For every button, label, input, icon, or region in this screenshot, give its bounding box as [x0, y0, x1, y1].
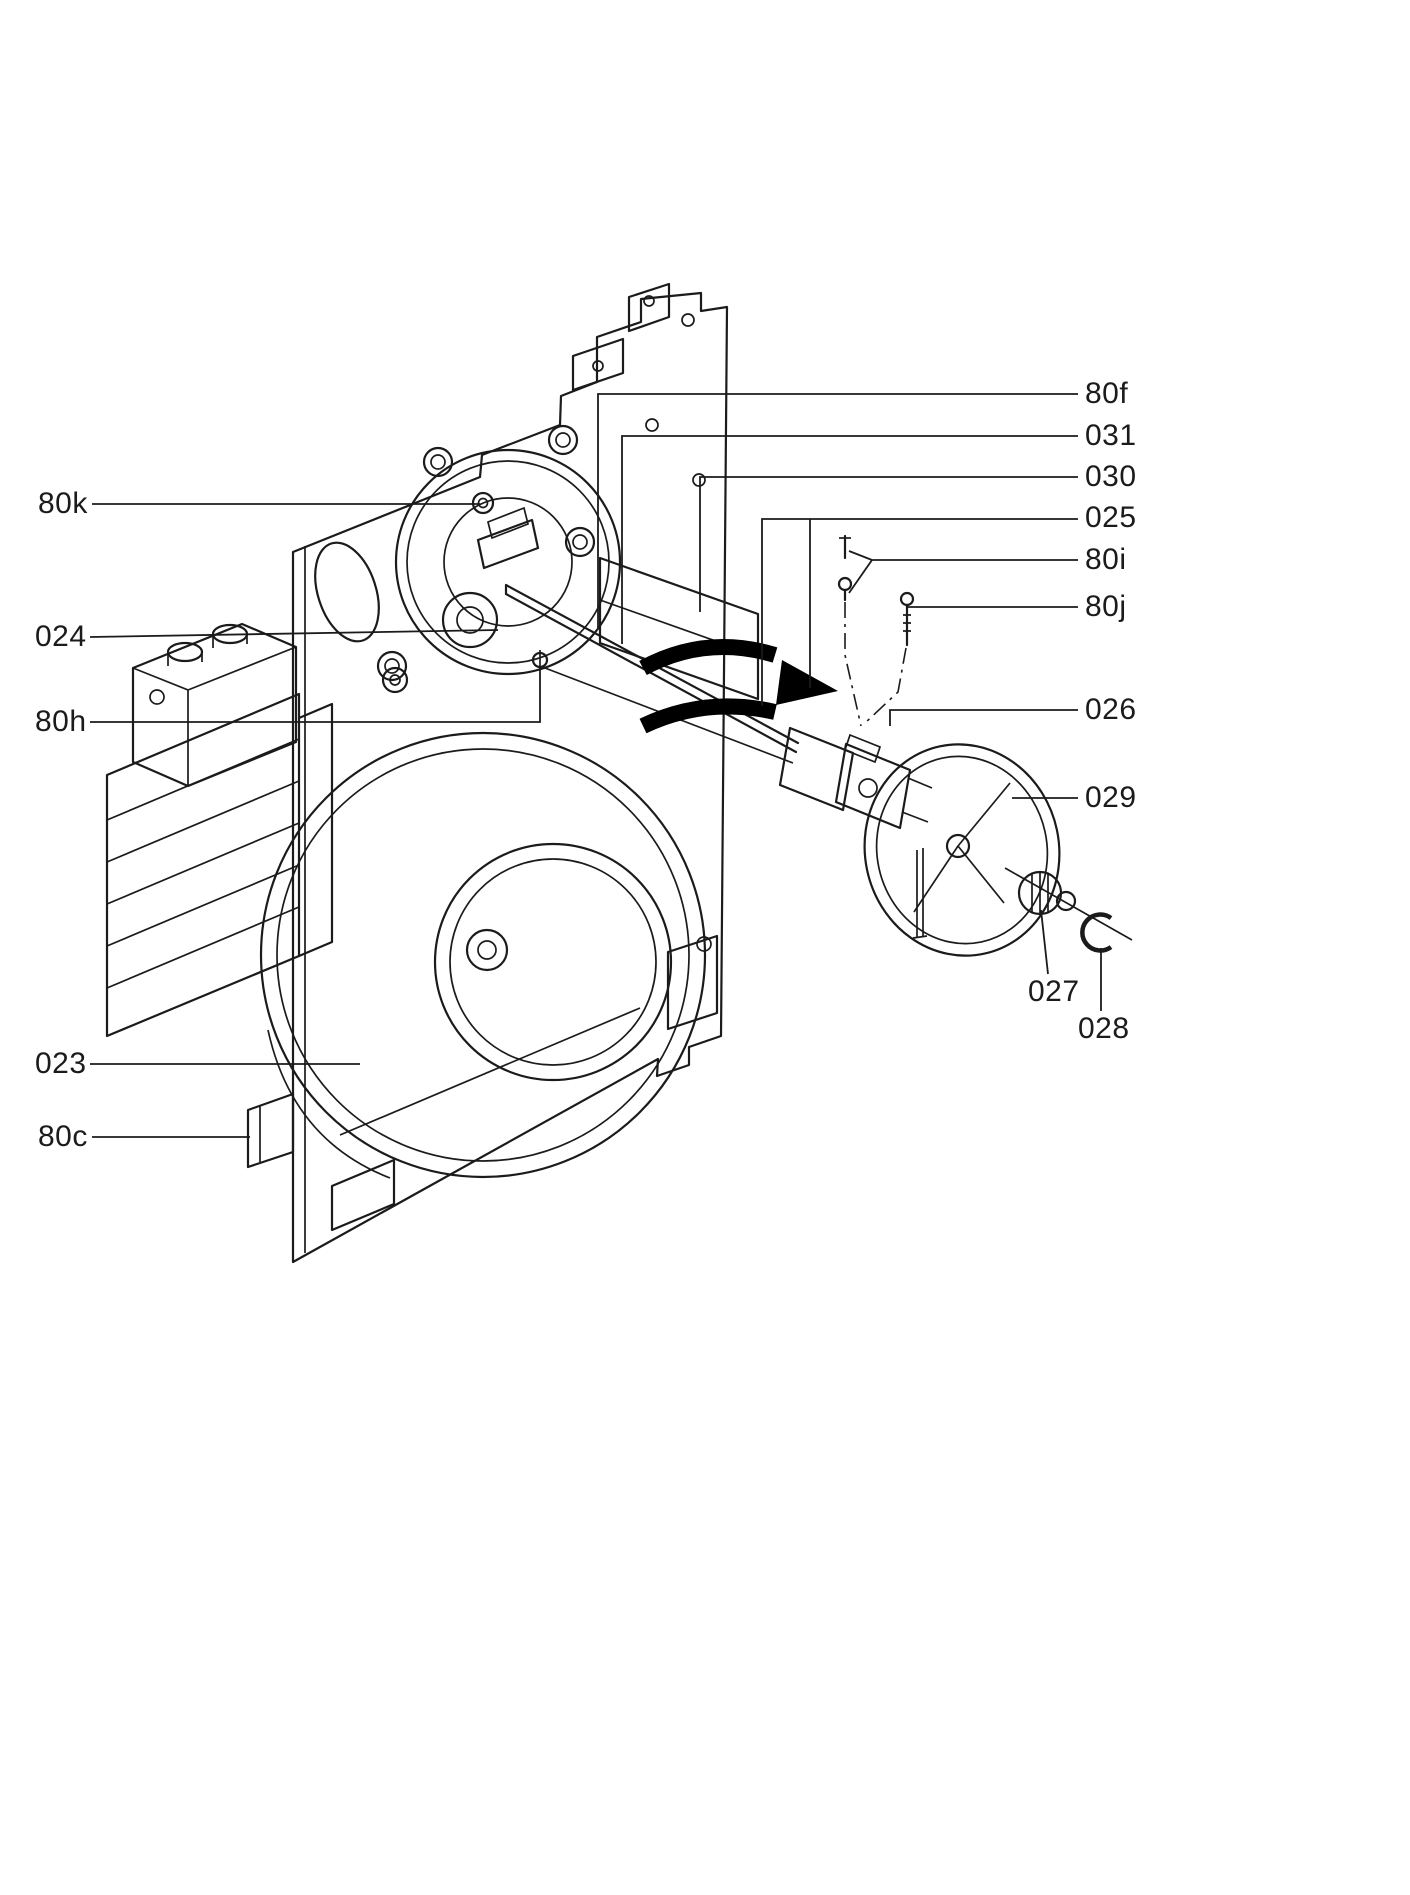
part-label-80h: 80h: [35, 705, 87, 738]
part-label-80c: 80c: [38, 1120, 88, 1153]
coupler-block: [778, 726, 933, 830]
part-label-80k: 80k: [38, 487, 88, 520]
air-disc: [863, 743, 1133, 957]
part-label-030: 030: [1085, 460, 1137, 493]
leader-lines: [89, 393, 1102, 1138]
adjuster-knob: [1017, 870, 1077, 916]
back-panel: [246, 282, 729, 1264]
part-label-026: 026: [1085, 693, 1137, 726]
part-label-031: 031: [1085, 419, 1137, 452]
part-label-025: 025: [1085, 501, 1137, 534]
motor-assembly: [105, 622, 334, 1038]
flow-arrows: [639, 639, 838, 734]
part-label-028: 028: [1078, 1012, 1130, 1045]
fan-mounting-ring: [376, 424, 622, 682]
fixing-screws: [837, 534, 915, 727]
part-label-80f: 80f: [1085, 377, 1129, 410]
part-label-027: 027: [1028, 975, 1080, 1008]
part-label-80i: 80i: [1085, 543, 1127, 576]
fan-housing: [259, 731, 707, 1179]
part-label-023: 023: [35, 1047, 87, 1080]
part-label-029: 029: [1085, 781, 1137, 814]
part-label-024: 024: [35, 620, 87, 653]
part-label-80j: 80j: [1085, 590, 1127, 623]
